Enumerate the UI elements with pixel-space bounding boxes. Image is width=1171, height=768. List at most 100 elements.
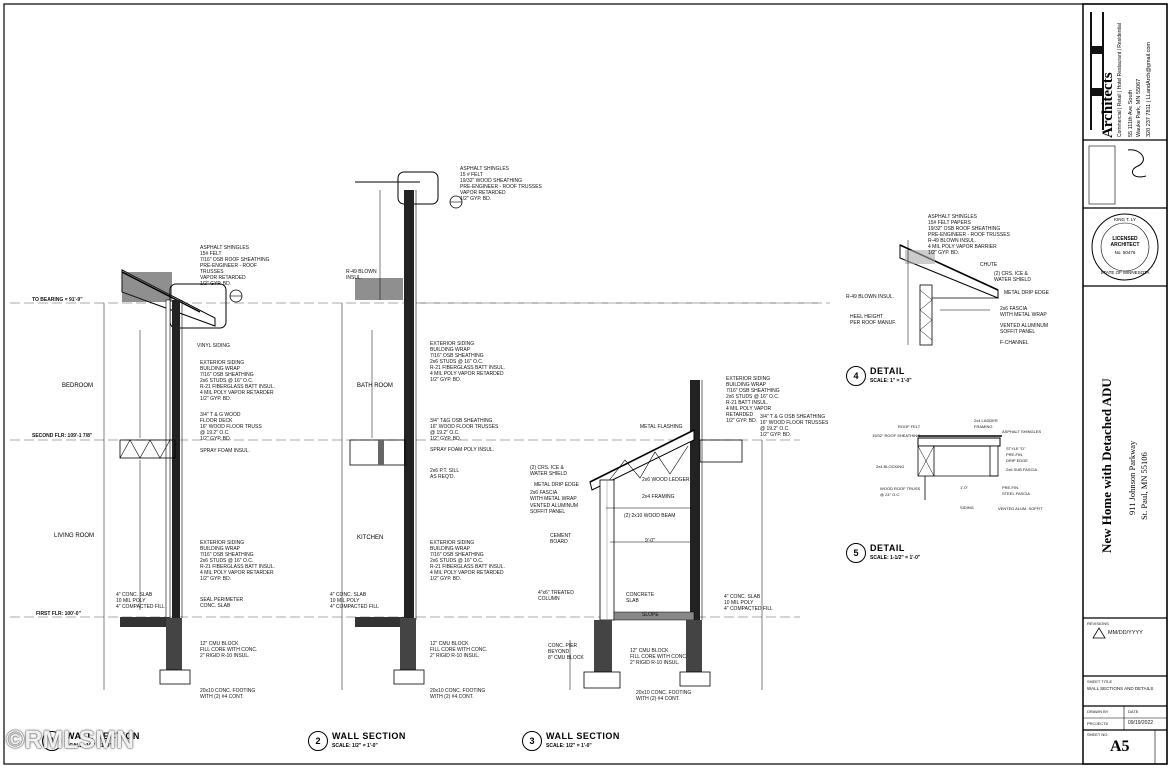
architect-stamp: KING T. LY LICENSED ARCHITECT No. 50476 … [1095, 214, 1155, 280]
s2-roof-note: ASPHALT SHINGLES 15 # FELT 19/32" WOOD S… [460, 166, 542, 202]
s3-floor-note: 3/4" T & G OSB SHEATHING 16" WOOD FLOOR … [760, 414, 829, 438]
s3-ice-note: (2) CRS. ICE & WATER SHIELD [530, 465, 567, 477]
section-1-title: WALL SECTION [66, 731, 140, 741]
stamp-ring-top: KING T. LY [1113, 217, 1137, 222]
s2-rim-note: 2x6 P.T. SILL AS REQ'D. [430, 468, 460, 480]
section-1-scale: SCALE: 1/2" = 1'-0" [66, 743, 112, 749]
room-bedroom: BEDROOM [62, 383, 94, 389]
s2-block-note: 12" CMU BLOCK FILL CORE WITH CONC. 2" RI… [430, 641, 488, 659]
s1-siding-note: VINYL SIDING [197, 343, 230, 349]
date-value: 09/19/2022 [1128, 720, 1154, 726]
project-address1: 911 Johnson Parkway [1127, 440, 1137, 515]
d5-sheath-note: 19/32" ROOF SHEATHING [872, 433, 921, 438]
s2-blown-note: R-49 BLOWN INSUL. [346, 269, 377, 281]
stamp-line1: LICENSED [1112, 236, 1138, 242]
stamp-line2: ARCHITECT [1110, 242, 1140, 248]
s3-slab2-note: 4" CONC. SLAB 10 MIL POLY 4" COMPACTED F… [724, 594, 773, 612]
detail-5-bubble: 5 [846, 543, 866, 563]
d5-felt-note: ROOF FELT [898, 424, 921, 429]
firm-address1: 55 111th Ave South [1128, 89, 1134, 137]
firm-address2: Wauke Park, MN 55067 [1136, 78, 1142, 137]
drawn-by-label: DRAWN BY [1087, 709, 1109, 714]
detail-4-scale: SCALE: 1" = 1'-0" [870, 378, 912, 384]
firm-contact: 320 237 7811 | LLandArch@gmail.com [1146, 42, 1152, 137]
s1-perim-note: SEAL PERIMETER CONC. SLAB [200, 597, 244, 609]
d5-siding-note: SIDING [960, 505, 974, 510]
s3-fascia-note: 2x6 FASCIA WITH METAL WRAP [530, 490, 577, 502]
room-bath: BATH ROOM [357, 383, 393, 389]
revisions-label: REVISIONS [1087, 621, 1109, 626]
firm-logo [1090, 12, 1104, 130]
section-2-scale: SCALE: 1/2" = 1'-0" [332, 743, 378, 749]
d4-channel-note: F-CHANNEL [1000, 340, 1029, 346]
s3-column-note: 4"x6" TREATED COLUMN [538, 590, 574, 602]
detail-5-scale: SCALE: 1-1/2" = 1'-0" [870, 555, 921, 561]
sheet-number: A5 [1110, 738, 1130, 755]
section-2-title: WALL SECTION [332, 731, 406, 741]
s1-wall-note: EXTERIOR SIDING BUILDING WRAP 7/16" OSB … [200, 360, 275, 402]
project-address2: St. Paul, MN 55106 [1139, 452, 1149, 520]
mls-watermark: ©RMLSMN [6, 726, 135, 754]
detail-4-bubble: 4 [846, 366, 866, 386]
d5-soffit-note: VENTED ALUM. SOFFIT [998, 506, 1043, 511]
d4-ice-note: (2) CRS. ICE & WATER SHIELD [994, 271, 1031, 283]
s1-footing-note: 20x10 CONC. FOOTING WITH (2) #4 CONT. [200, 688, 256, 700]
section-3-title: WALL SECTION [546, 731, 620, 741]
level-second-floor: SECOND FLR: 109'-1 7/8" [32, 433, 93, 439]
level-top-bearing: TO BEARING = 91'-9" [32, 297, 83, 303]
s2-spray-note: SPRAY FOAM POLY INSUL. [430, 447, 495, 453]
s1-slab-note: 4" CONC. SLAB 10 MIL POLY 4" COMPACTED F… [116, 592, 165, 610]
s3-framing-note: 2x4 FRAMING [642, 494, 675, 500]
s3-slab-note: CONCRETE SLAB [626, 592, 655, 604]
level-first-floor: FIRST FLR: 100'-0" [36, 611, 81, 617]
firm-name: Architects [1100, 72, 1116, 138]
d5-style-note: STYLE "D" PRE-FIN. DRIP EDGE [1006, 446, 1028, 463]
d5-prefin-note: PRE-FIN. STEEL FASCIA [1002, 485, 1030, 496]
d5-truss-note: WOOD ROOF TRUSS @ 24" O.C. [880, 486, 921, 497]
s3-pier-note: CONC. PIER BEYOND 8" CMU BLOCK [548, 643, 584, 661]
d4-roof-note: ASPHALT SHINGLES 15# FELT PAPERS 19/32" … [928, 214, 1010, 256]
stamp-line3: No. 50476 [1114, 250, 1136, 255]
d4-blown-note: R-49 BLOWN INSUL. [846, 294, 895, 300]
s3-flash-note: METAL FLASHING [640, 424, 683, 430]
revision-entry: MM/DD/YYYY [1108, 630, 1143, 636]
d5-shingles-note: ASPHALT SHINGLES [1002, 429, 1042, 434]
s3-footing-note: 20x10 CONC. FOOTING WITH (2) #4 CONT. [636, 690, 692, 702]
s3-slope-note: SLOPE [642, 612, 659, 618]
section-3-linework [569, 380, 763, 690]
stamp-ring-bottom: STATE OF MINNESOTA [1100, 270, 1150, 275]
section-2-linework [341, 171, 463, 690]
d4-chute-note: CHUTE [980, 262, 998, 268]
s3-dim-note: 9'-0" [645, 538, 655, 544]
room-living: LIVING ROOM [54, 533, 95, 539]
detail-4-title: DETAIL [870, 366, 905, 376]
sheet-no-label: SHEET NO. [1087, 732, 1109, 737]
s3-drip-note: METAL DRIP EDGE [534, 482, 579, 488]
s1-spray-note: SPRAY FOAM INSUL. [200, 448, 250, 454]
s2-wall-note: EXTERIOR SIDING BUILDING WRAP 7/16" OSB … [430, 341, 505, 383]
s1-block-note: 12" CMU BLOCK FILL CORE WITH CONC. 2" RI… [200, 641, 258, 659]
s3-cement-note: CEMENT BOARD [550, 533, 572, 545]
d5-blocking-note: 2x4 BLOCKING [876, 464, 905, 469]
s2-slab-note: 4" CONC. SLAB 10 MIL POLY 4" COMPACTED F… [330, 592, 379, 610]
s3-ledger-note: 2x6 WOOD LEDGER [642, 477, 690, 483]
s3-block-note: 12" CMU BLOCK FILL CORE WITH CONC. 2" RI… [630, 648, 688, 666]
section-1-linework [103, 269, 243, 690]
detail-5-linework [917, 435, 1002, 500]
d5-dim-note: 1'-0" [960, 485, 968, 490]
section-3-scale: SCALE: 1/2" = 1'-0" [546, 743, 592, 749]
s2-floor-note: 3/4" T&G OSB SHEATHING 16" WOOD FLOOR TR… [430, 418, 499, 442]
s2-wall2-note: EXTERIOR SIDING BUILDING WRAP 7/16" OSB … [430, 540, 505, 582]
d4-fascia-note: 2x6 FASCIA WITH METAL WRAP [1000, 306, 1047, 318]
project-title: New Home with Detached ADU [1099, 378, 1114, 553]
d4-drip-note: METAL DRIP EDGE [1004, 290, 1049, 296]
room-kitchen: KITCHEN [357, 535, 384, 541]
s1-wall2-note: EXTERIOR SIDING BUILDING WRAP 7/16" OSB … [200, 540, 275, 582]
sheet-title-value: WALL SECTIONS AND DETAILS [1087, 686, 1154, 691]
s3-beam-note: (2) 2x10 WOOD BEAM [624, 513, 676, 519]
section-2-bubble: 2 [308, 731, 328, 751]
d4-heel-note: HEEL HEIGHT PER ROOF MANUF. [850, 314, 897, 326]
section-1-bubble: 1 [42, 731, 62, 751]
